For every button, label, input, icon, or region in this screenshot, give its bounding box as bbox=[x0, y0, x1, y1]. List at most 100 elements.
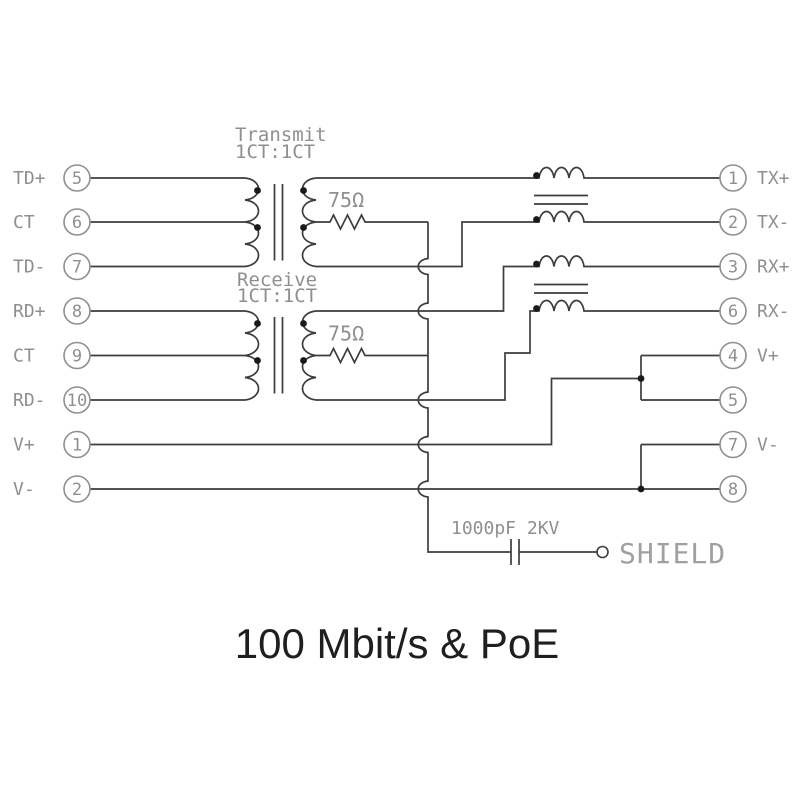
v-minus-wires bbox=[90, 443, 720, 490]
pin-circle bbox=[719, 475, 747, 503]
tx-common-mode-choke bbox=[316, 166, 720, 268]
pin-number: 5 bbox=[728, 391, 738, 411]
pin-label: TX+ bbox=[757, 168, 790, 189]
pin-number: 8 bbox=[728, 480, 738, 500]
phase-dot bbox=[533, 260, 540, 268]
v-plus-network bbox=[90, 354, 720, 446]
pin-circle bbox=[719, 341, 747, 370]
transmit-resistor-value: 75Ω bbox=[328, 188, 364, 212]
phase-dot bbox=[533, 172, 540, 179]
phase-dot bbox=[254, 357, 261, 364]
pin-number: 6 bbox=[72, 213, 82, 233]
left-pin-row-rd-plus: RD+ 8 bbox=[13, 297, 91, 325]
pin-number: 4 bbox=[728, 347, 738, 367]
rx-plus-path bbox=[316, 255, 720, 312]
pin-circle bbox=[719, 386, 747, 414]
left-pin-row-v-minus: V- 2 bbox=[13, 475, 91, 503]
phase-dot bbox=[300, 357, 307, 364]
right-pin-row-5: 5 bbox=[719, 386, 747, 414]
pin-label: V- bbox=[757, 435, 779, 456]
pin-number: 1 bbox=[72, 436, 82, 456]
rx-common-mode-choke bbox=[316, 255, 720, 401]
pin-label: V- bbox=[13, 479, 35, 500]
receive-termination-resistor bbox=[316, 346, 428, 365]
tx-choke-core bbox=[534, 194, 588, 205]
pin-label: V+ bbox=[757, 346, 779, 367]
left-pin-row-rd-minus: RD- 10 bbox=[13, 386, 91, 414]
phase-dot bbox=[300, 224, 307, 231]
phase-dot bbox=[254, 187, 261, 194]
shield-terminal bbox=[596, 545, 609, 559]
transmit-core bbox=[273, 184, 284, 261]
phase-dot bbox=[533, 216, 540, 223]
pin-label: CT bbox=[13, 212, 35, 233]
tx-plus-path bbox=[316, 166, 720, 179]
pin-number: 2 bbox=[72, 480, 82, 500]
right-pin-row-v-plus-4: 4 V+ bbox=[719, 341, 779, 370]
rx-minus-path bbox=[316, 299, 720, 401]
junction-dot bbox=[637, 375, 645, 382]
pin-label: TX- bbox=[757, 212, 790, 233]
receive-transformer-ratio: 1CT:1CT bbox=[237, 285, 317, 307]
pin-circle bbox=[719, 430, 747, 459]
right-pin-row-tx-plus: 1 TX+ bbox=[719, 164, 790, 192]
pin-label: RX+ bbox=[757, 257, 790, 278]
pin-circle bbox=[719, 164, 747, 192]
capacitor-value: 1000pF 2KV bbox=[451, 518, 560, 539]
pin-circle bbox=[63, 341, 91, 370]
right-pin-row-rx-minus: 6 RX- bbox=[719, 297, 790, 325]
v-minus-network bbox=[90, 443, 720, 493]
phase-dot bbox=[300, 187, 307, 194]
right-pin-row-tx-minus: 2 TX- bbox=[719, 208, 790, 236]
pin-circle bbox=[719, 252, 747, 281]
pin-number: 1 bbox=[728, 169, 738, 189]
pin-number: 7 bbox=[72, 258, 82, 278]
rx-choke-core bbox=[534, 283, 588, 294]
receive-core bbox=[273, 317, 284, 394]
pin-number: 5 bbox=[72, 169, 82, 189]
right-pin-row-8: 8 bbox=[719, 475, 747, 503]
pin-circle bbox=[63, 430, 91, 459]
diagram-title: 100 Mbit/s & PoE bbox=[235, 620, 560, 667]
pin-number: 10 bbox=[67, 391, 87, 411]
phase-dot bbox=[300, 320, 307, 327]
pin-circle bbox=[63, 164, 91, 192]
receive-primary-winding bbox=[244, 310, 260, 401]
phase-dot bbox=[254, 320, 261, 327]
transmit-primary-winding bbox=[244, 177, 260, 268]
tx-minus-path bbox=[316, 210, 720, 268]
left-pin-row-v-plus: V+ 1 bbox=[13, 430, 91, 459]
capacitor-plates bbox=[510, 539, 520, 565]
phase-dot bbox=[254, 224, 261, 231]
transmit-transformer-ratio: 1CT:1CT bbox=[235, 141, 315, 163]
pin-circle bbox=[719, 208, 747, 236]
right-pin-row-v-minus-7: 7 V- bbox=[719, 430, 779, 459]
pin-label: V+ bbox=[13, 435, 35, 456]
termination-bus bbox=[417, 222, 511, 553]
pin-circle bbox=[63, 386, 91, 414]
shield-capacitor: 1000pF 2KV SHIELD bbox=[451, 518, 725, 570]
pin-label: RX- bbox=[757, 301, 790, 322]
left-pin-row-ct-6: CT 6 bbox=[13, 208, 91, 236]
receive-resistor-value: 75Ω bbox=[328, 322, 364, 346]
left-pin-row-td-minus: TD- 7 bbox=[13, 252, 91, 281]
transmit-transformer-name: Transmit bbox=[235, 124, 327, 146]
transmit-transformer bbox=[244, 177, 317, 268]
pin-number: 2 bbox=[728, 213, 738, 233]
pin-label: RD+ bbox=[13, 301, 46, 322]
pin-circle bbox=[63, 208, 91, 236]
pin-number: 7 bbox=[728, 436, 738, 456]
pin-label: TD- bbox=[13, 257, 46, 278]
left-pin-stub-wires bbox=[90, 177, 245, 401]
phase-dot bbox=[533, 305, 540, 312]
pin-circle bbox=[719, 297, 747, 325]
junction-dot bbox=[637, 485, 645, 493]
pin-circle bbox=[63, 475, 91, 503]
pin-number: 9 bbox=[72, 347, 82, 367]
receive-transformer-name: Receive bbox=[237, 269, 317, 291]
pin-label: CT bbox=[13, 346, 35, 367]
pin-circle bbox=[63, 252, 91, 281]
pin-label: RD- bbox=[13, 390, 46, 411]
